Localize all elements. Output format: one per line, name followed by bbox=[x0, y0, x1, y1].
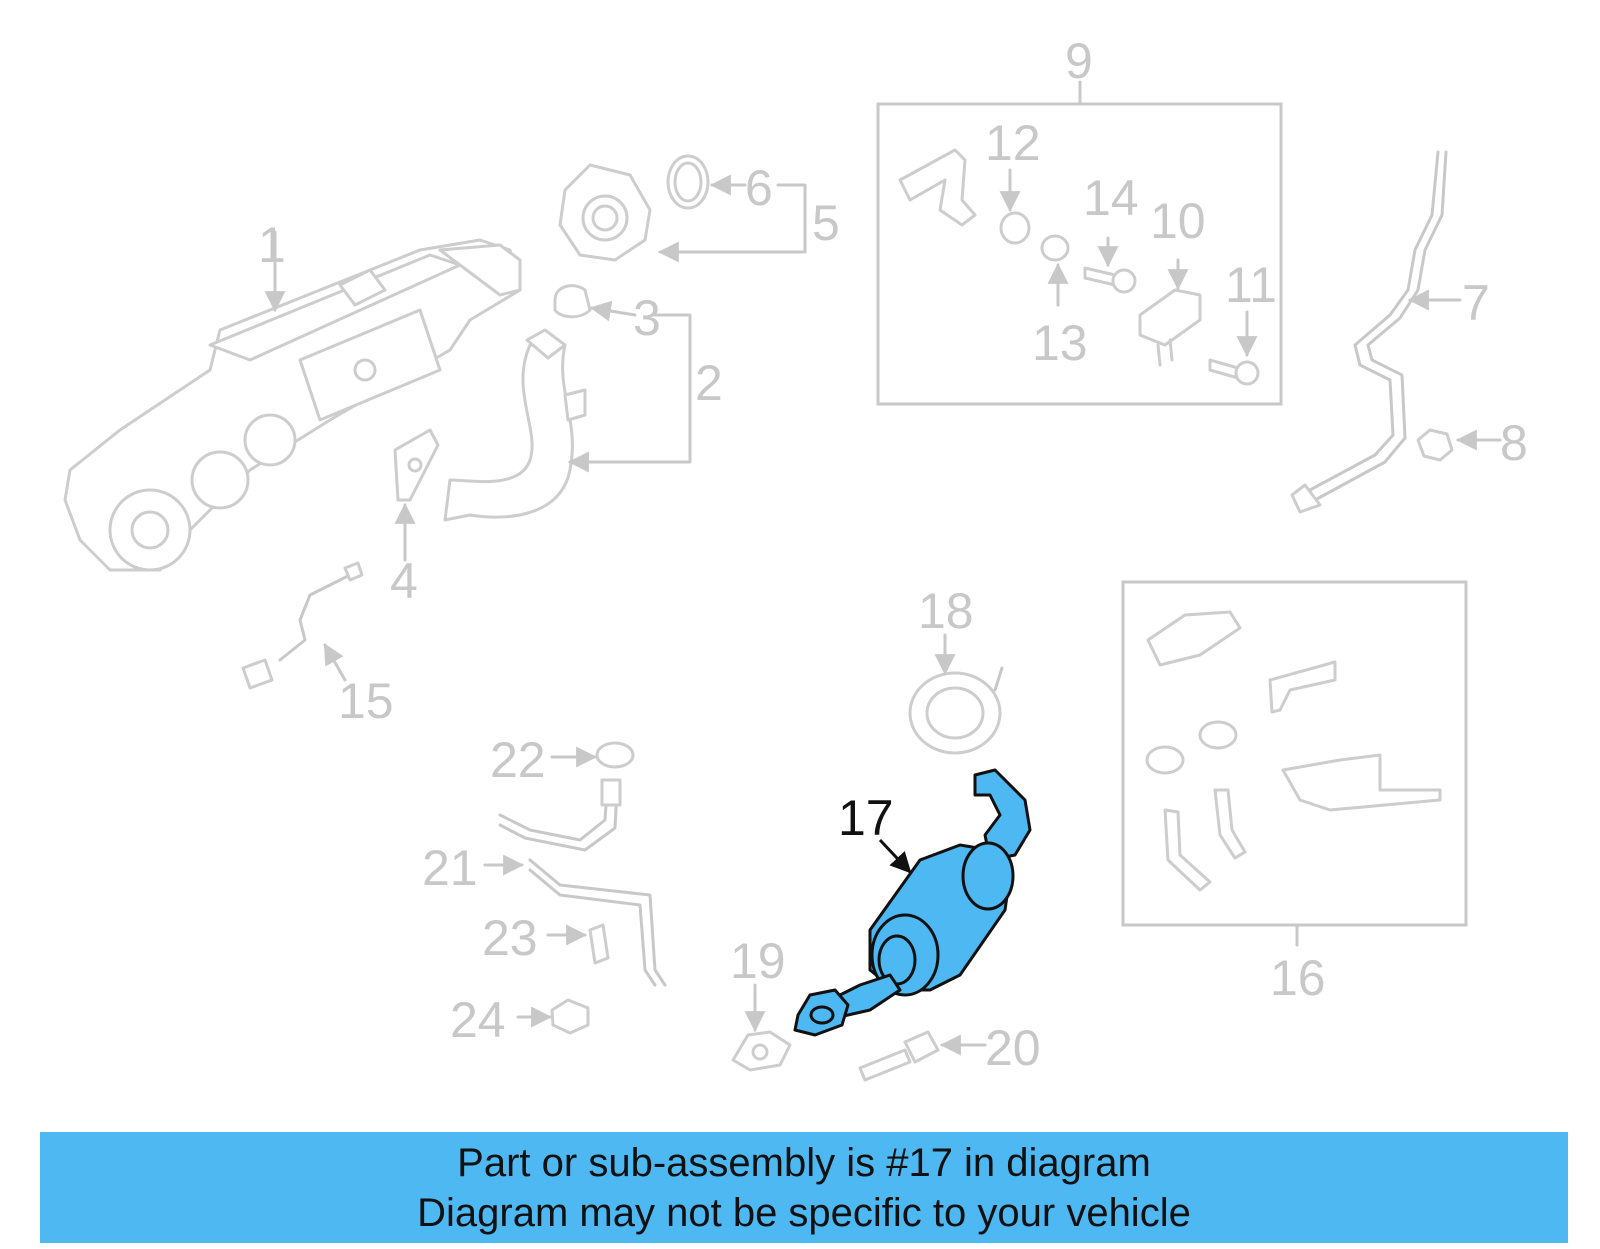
callout-14: 14 bbox=[1083, 170, 1139, 226]
part-23-clip[interactable] bbox=[588, 923, 610, 965]
part-22-clamp[interactable] bbox=[595, 741, 635, 769]
callout-24: 24 bbox=[450, 992, 506, 1048]
part-2-egr-pipe[interactable] bbox=[443, 328, 587, 522]
callout-1: 1 bbox=[258, 217, 286, 273]
part-24-nut[interactable] bbox=[550, 998, 590, 1035]
part-15-sensor-wire[interactable] bbox=[241, 561, 364, 690]
part-7-tube[interactable] bbox=[1290, 150, 1448, 514]
part-12-grommet[interactable] bbox=[999, 211, 1031, 245]
callout-2: 2 bbox=[695, 355, 723, 411]
callout-5: 5 bbox=[812, 195, 840, 251]
callout-4: 4 bbox=[390, 553, 418, 609]
part-14-bolt[interactable] bbox=[1083, 266, 1137, 294]
banner-line-1: Part or sub-assembly is #17 in diagram bbox=[457, 1141, 1151, 1185]
callout-3: 3 bbox=[633, 290, 661, 346]
callout-18: 18 bbox=[918, 583, 974, 639]
part-6-o-ring[interactable] bbox=[666, 154, 710, 210]
part-19-gasket[interactable] bbox=[731, 1030, 792, 1072]
part-18-ring[interactable] bbox=[908, 666, 1004, 755]
callout-15: 15 bbox=[338, 673, 394, 729]
part-11-bolt[interactable] bbox=[1208, 358, 1260, 386]
callout-21: 21 bbox=[422, 840, 478, 896]
callout-23: 23 bbox=[482, 910, 538, 966]
callout-11: 11 bbox=[1225, 257, 1277, 313]
part-9-bracket[interactable] bbox=[898, 148, 977, 227]
part-17-converter[interactable] bbox=[793, 768, 1032, 1037]
part-16-components[interactable] bbox=[1145, 610, 1442, 892]
part-13-washer[interactable] bbox=[1040, 234, 1070, 262]
info-banner: Part or sub-assembly is #17 in diagram D… bbox=[40, 1132, 1568, 1243]
part-4-gasket[interactable] bbox=[393, 428, 440, 502]
callout-19: 19 bbox=[730, 933, 786, 989]
part-5-housing[interactable] bbox=[558, 163, 652, 262]
callout-20: 20 bbox=[985, 1020, 1041, 1076]
callout-6: 6 bbox=[745, 160, 773, 216]
callout-17: 17 bbox=[838, 790, 894, 846]
callout-8: 8 bbox=[1500, 415, 1528, 471]
callout-12: 12 bbox=[985, 115, 1041, 171]
part-1-egr-cooler[interactable] bbox=[63, 238, 522, 572]
part-20-bolt[interactable] bbox=[858, 1030, 940, 1082]
part-8-nut[interactable] bbox=[1416, 428, 1454, 462]
callout-9: 9 bbox=[1065, 33, 1093, 89]
callout-7: 7 bbox=[1462, 275, 1490, 331]
callout-16: 16 bbox=[1270, 950, 1326, 1006]
part-10-sensor[interactable] bbox=[1138, 288, 1202, 367]
banner-line-2: Diagram may not be specific to your vehi… bbox=[417, 1191, 1191, 1235]
part-21-hose[interactable] bbox=[498, 778, 667, 987]
callout-10: 10 bbox=[1150, 193, 1206, 249]
group-box-16 bbox=[1121, 580, 1468, 927]
part-3-seal[interactable] bbox=[553, 284, 592, 319]
callout-13: 13 bbox=[1032, 315, 1088, 371]
callout-22: 22 bbox=[490, 732, 546, 788]
